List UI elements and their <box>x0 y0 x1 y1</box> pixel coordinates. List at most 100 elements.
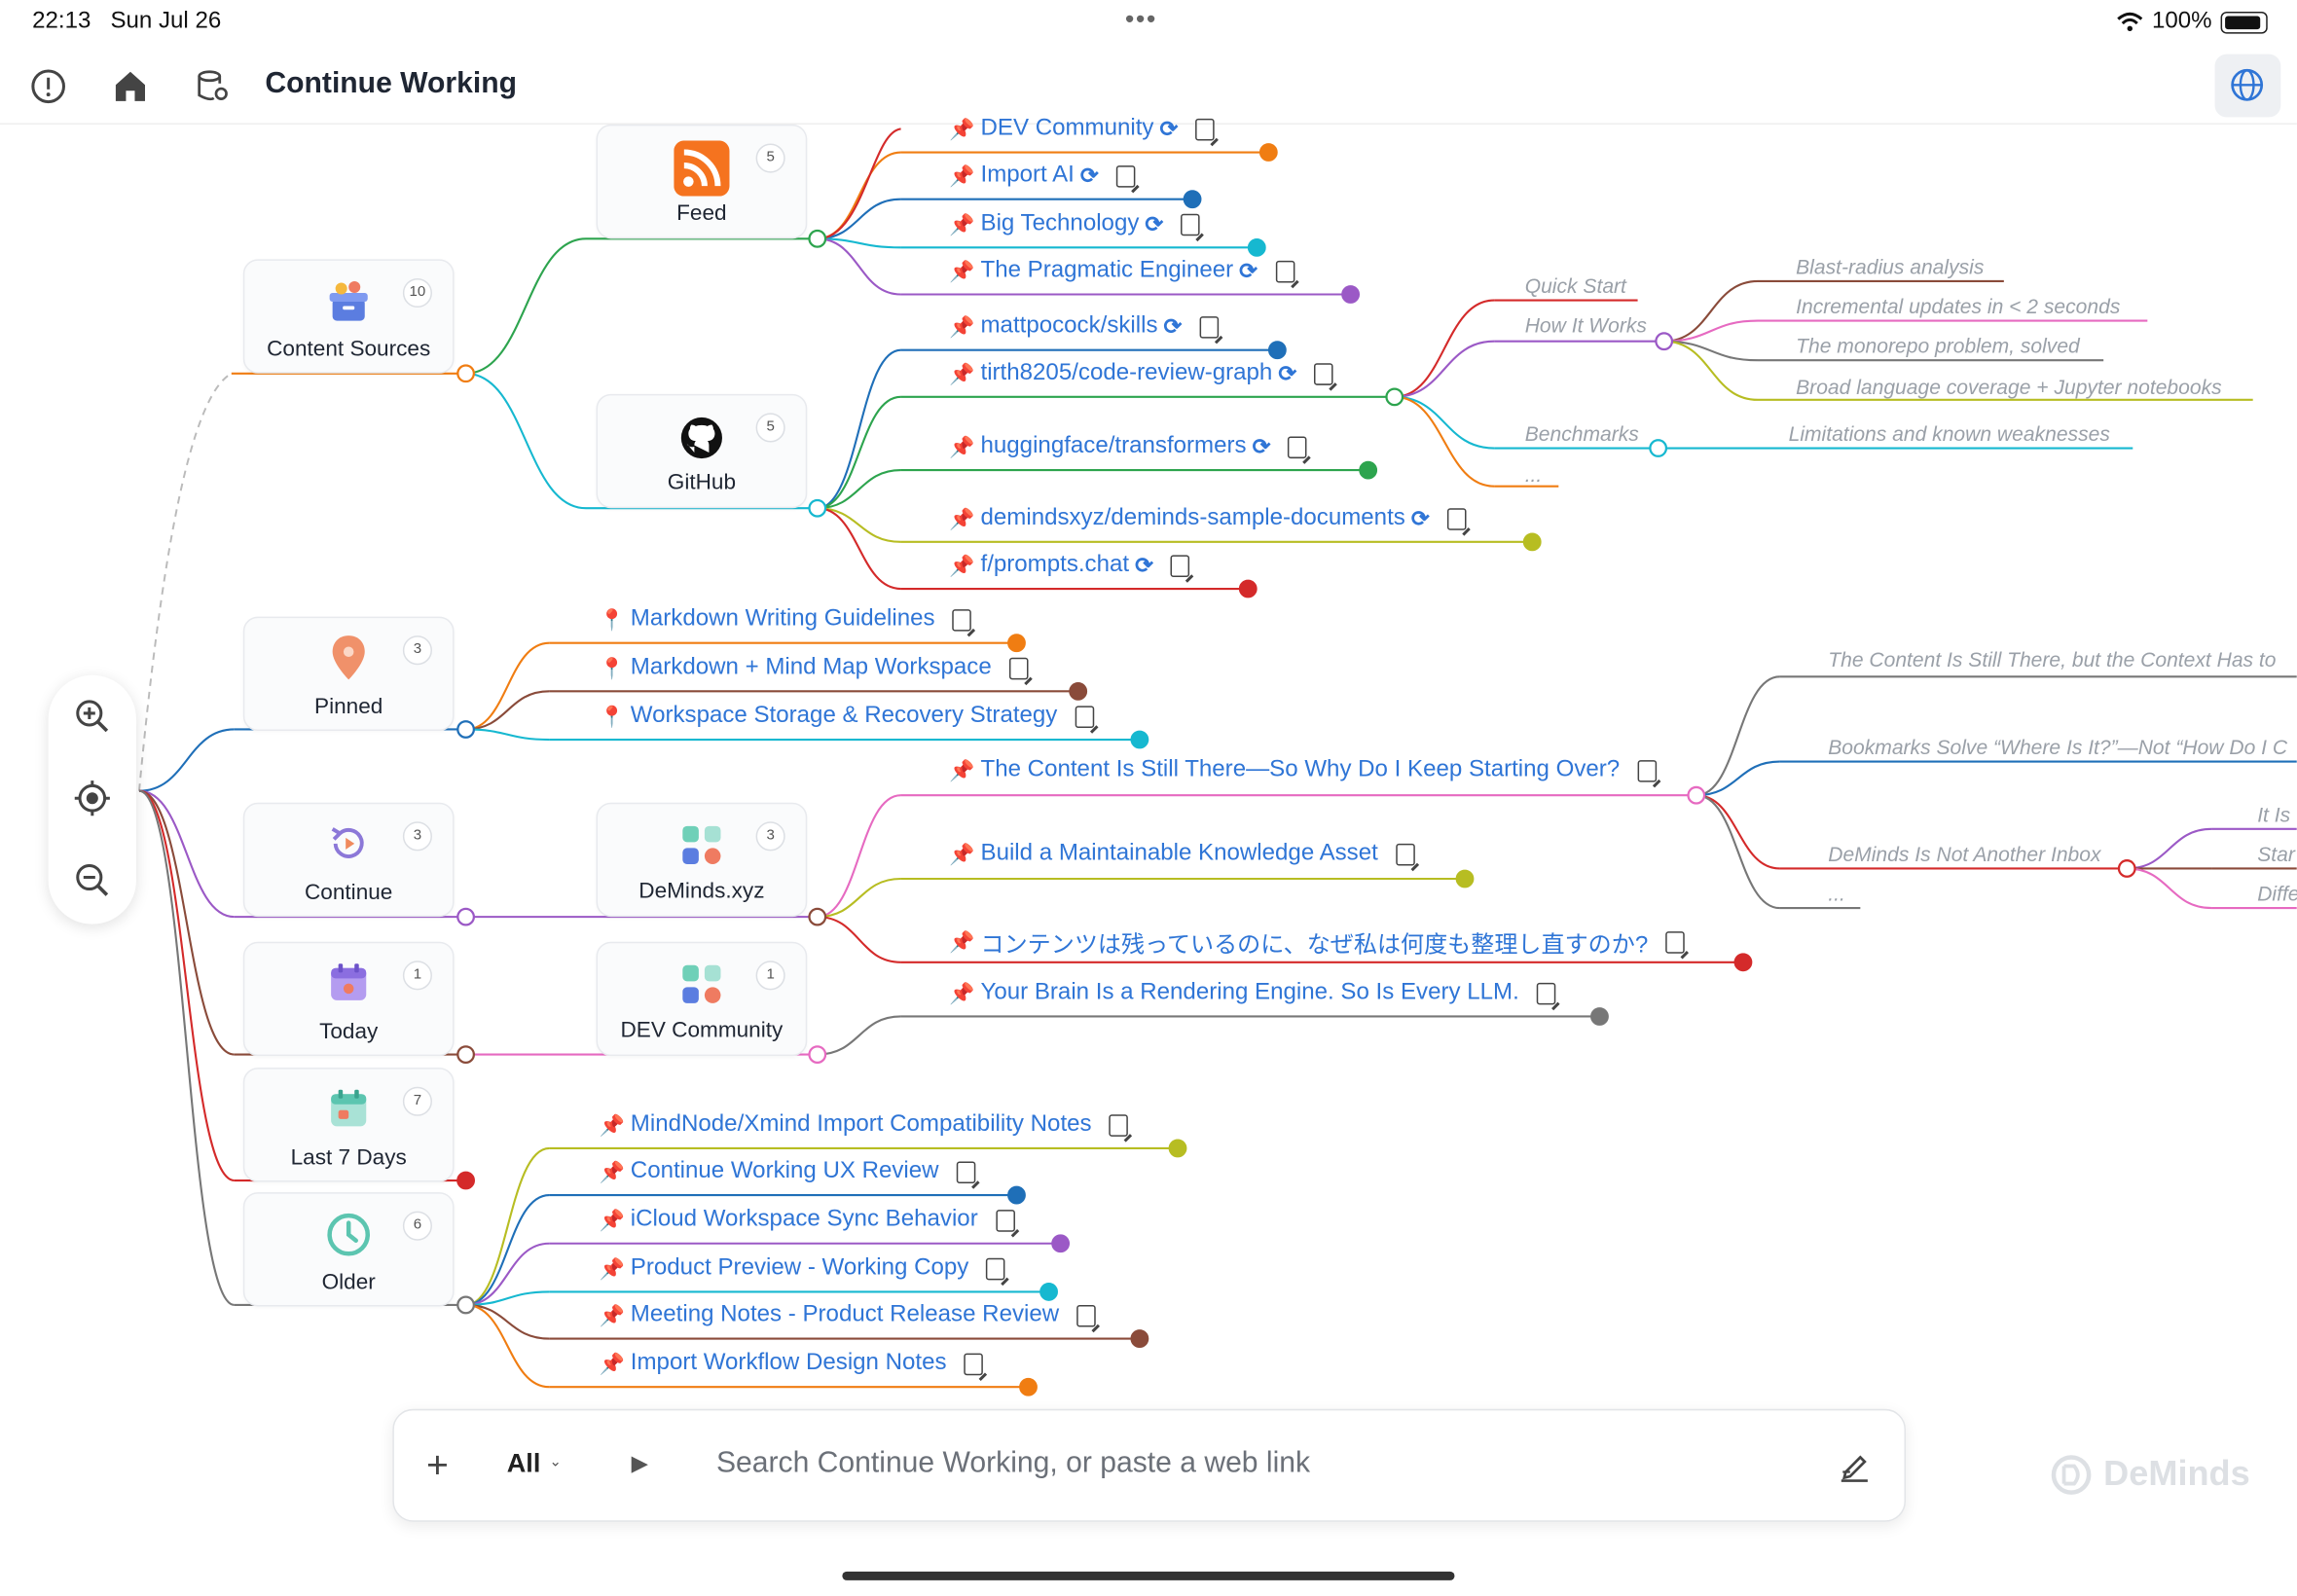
zoom-in-icon[interactable] <box>73 697 111 735</box>
document-icon[interactable] <box>1008 656 1029 679</box>
category-card-older[interactable]: 6 Older <box>242 1192 455 1307</box>
subsection-label[interactable]: Blast-radius analysis <box>1796 254 1985 278</box>
github-item[interactable]: 📌demindsxyz/deminds-sample-documents⟳ <box>949 505 1467 531</box>
branch-node <box>456 1295 475 1315</box>
connector-line <box>465 690 550 731</box>
older-item[interactable]: 📌Continue Working UX Review <box>600 1158 976 1184</box>
section-label[interactable]: ... <box>1524 462 1543 487</box>
section-label[interactable]: How It Works <box>1524 313 1647 338</box>
deminds-item[interactable]: 📌The Content Is Still There—So Why Do I … <box>949 757 1657 783</box>
home-icon[interactable] <box>111 67 149 105</box>
older-item[interactable]: 📌MindNode/Xmind Import Compatibility Not… <box>600 1111 1129 1138</box>
document-icon[interactable] <box>1314 362 1333 385</box>
subsection-label[interactable]: Diffe <box>2257 882 2297 906</box>
globe-button[interactable] <box>2214 54 2281 118</box>
info-icon[interactable] <box>29 67 67 105</box>
older-item[interactable]: 📌Import Workflow Design Notes <box>600 1351 984 1377</box>
document-icon[interactable] <box>1181 212 1200 236</box>
chevron-down-icon[interactable]: ⌄ <box>549 1454 563 1471</box>
feed-item[interactable]: 📌Big Technology⟳ <box>949 211 1200 237</box>
source-label: Feed <box>676 200 727 226</box>
zoom-out-icon[interactable] <box>73 861 111 899</box>
filter-dropdown[interactable]: All <box>506 1448 541 1478</box>
pinned-item[interactable]: 📍Markdown Writing Guidelines <box>600 606 972 633</box>
document-icon[interactable] <box>1171 554 1190 577</box>
document-icon[interactable] <box>1446 507 1467 530</box>
feed-item[interactable]: 📌DEV Community⟳ <box>949 116 1216 142</box>
document-icon[interactable] <box>1076 1304 1096 1326</box>
document-icon[interactable] <box>1288 435 1308 458</box>
section-label[interactable]: Quick Start <box>1524 273 1626 298</box>
subsection-label[interactable]: Broad language coverage + Jupyter notebo… <box>1796 375 2222 399</box>
subsection-label[interactable]: Incremental updates in < 2 seconds <box>1796 294 2121 318</box>
category-card-pinned[interactable]: 3 Pinned <box>242 616 455 731</box>
subsection-label[interactable]: Limitations and known weaknesses <box>1788 421 2110 446</box>
item-dot <box>1183 190 1202 209</box>
category-card-today[interactable]: 1 Today <box>242 941 455 1057</box>
older-item[interactable]: 📌iCloud Workspace Sync Behavior <box>600 1207 1015 1233</box>
dev-item[interactable]: 📌Your Brain Is a Rendering Engine. So Is… <box>949 979 1556 1006</box>
subsection-label[interactable]: It Is <box>2257 802 2291 826</box>
section-label[interactable]: The Content Is Still There, but the Cont… <box>1828 647 2277 671</box>
multitask-dots[interactable]: ••• <box>1124 4 1157 34</box>
source-card-feed[interactable]: 5 Feed <box>596 124 808 239</box>
source-card-dev-community[interactable]: 1 DEV Community <box>596 941 808 1057</box>
document-icon[interactable] <box>995 1209 1015 1231</box>
older-item-label: iCloud Workspace Sync Behavior <box>630 1207 978 1232</box>
deminds-item-label: コンテンツは残っているのに、なぜ私は何度も整理し直すのか? <box>980 932 1649 959</box>
category-card-last-7-days[interactable]: 7 Last 7 Days <box>242 1068 455 1182</box>
section-label[interactable]: Benchmarks <box>1524 421 1639 446</box>
section-label[interactable]: Bookmarks Solve “Where Is It?”—Not “How … <box>1828 735 2288 759</box>
play-icon[interactable]: ▶ <box>631 1451 649 1477</box>
deminds-item[interactable]: 📌コンテンツは残っているのに、なぜ私は何度も整理し直すのか? <box>949 925 1685 960</box>
document-icon[interactable] <box>1199 315 1220 338</box>
dev-item-label: Your Brain Is a Rendering Engine. So Is … <box>980 979 1519 1005</box>
deminds-item[interactable]: 📌Build a Maintainable Knowledge Asset <box>949 841 1415 867</box>
search-input[interactable] <box>712 1445 1804 1483</box>
item-dot <box>1168 1139 1187 1158</box>
category-card-continue[interactable]: 3 Continue <box>242 802 455 918</box>
feed-item[interactable]: 📌Import AI⟳ <box>949 163 1136 189</box>
pinned-item[interactable]: 📍Workspace Storage & Recovery Strategy <box>600 703 1094 729</box>
github-item-label: huggingface/transformers <box>980 433 1247 459</box>
subsection-label[interactable]: The monorepo problem, solved <box>1796 334 2080 358</box>
document-icon[interactable] <box>1395 843 1415 865</box>
section-label[interactable]: ... <box>1828 882 1845 906</box>
subsection-label[interactable]: Star <box>2257 842 2295 866</box>
document-icon[interactable] <box>964 1352 984 1375</box>
source-card-github[interactable]: 5 GitHub <box>596 393 808 509</box>
compose-icon[interactable] <box>1839 1451 1871 1483</box>
document-icon[interactable] <box>956 1160 976 1183</box>
pinned-item[interactable]: 📍Markdown + Mind Map Workspace <box>600 655 1029 681</box>
document-icon[interactable] <box>1275 260 1294 282</box>
document-icon[interactable] <box>1195 118 1216 140</box>
search-bar: + All ⌄ ▶ <box>392 1408 1907 1522</box>
add-button[interactable]: + <box>425 1442 449 1487</box>
source-card-deminds[interactable]: 3 DeMinds.xyz <box>596 802 808 918</box>
database-settings-icon[interactable] <box>194 67 232 105</box>
github-item[interactable]: 📌huggingface/transformers⟳ <box>949 433 1308 460</box>
document-icon[interactable] <box>952 608 972 631</box>
clock-icon <box>327 1213 371 1256</box>
github-item[interactable]: 📌mattpocock/skills⟳ <box>949 313 1220 340</box>
category-label: Older <box>321 1269 376 1295</box>
document-icon[interactable] <box>1109 1113 1129 1137</box>
document-icon[interactable] <box>1115 164 1136 187</box>
recenter-icon[interactable] <box>73 780 111 817</box>
category-card-content-sources[interactable]: 10 Content Sources <box>242 259 455 374</box>
document-icon[interactable] <box>1665 930 1685 954</box>
document-icon[interactable] <box>1637 759 1657 781</box>
document-icon[interactable] <box>986 1257 1005 1280</box>
document-icon[interactable] <box>1075 705 1094 728</box>
archive-box-icon <box>329 280 368 321</box>
section-label[interactable]: DeMinds Is Not Another Inbox <box>1828 842 2101 866</box>
github-item[interactable]: 📌tirth8205/code-review-graph⟳ <box>949 360 1333 386</box>
connector-line <box>138 789 235 919</box>
document-icon[interactable] <box>1536 982 1556 1004</box>
feed-item[interactable]: 📌The Pragmatic Engineer⟳ <box>949 258 1294 284</box>
older-item[interactable]: 📌Meeting Notes - Product Release Review <box>600 1302 1096 1328</box>
home-indicator[interactable] <box>842 1571 1455 1580</box>
older-item[interactable]: 📌Product Preview - Working Copy <box>600 1255 1005 1282</box>
github-item[interactable]: 📌f/prompts.chat⟳ <box>949 552 1190 578</box>
zoom-controls <box>48 674 136 925</box>
